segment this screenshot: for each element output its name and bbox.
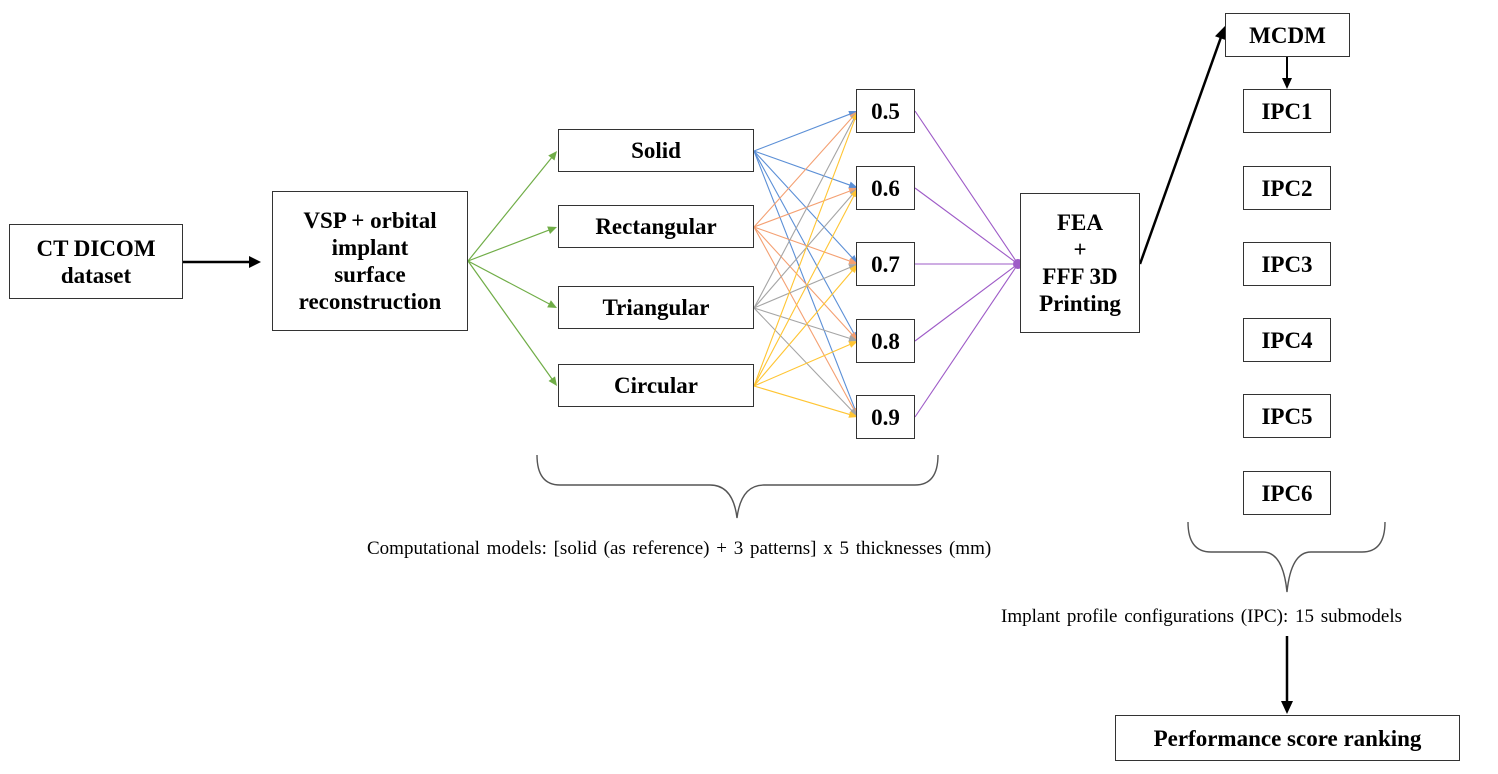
models-brace: [536, 454, 939, 519]
ipc6-label: IPC6: [1261, 480, 1313, 506]
fan-triangular-to-1-arrow-line: [753, 191, 855, 309]
fan-solid-to-2-arrow-line: [753, 150, 855, 261]
fea-line4: Printing: [1039, 291, 1121, 316]
fan-rectangular-to-1-arrow-line: [753, 189, 854, 228]
thickness-0-6-box: 0.6: [856, 166, 915, 210]
fea-line3: FFF 3D: [1042, 264, 1118, 289]
thickness-0-5-label: 0.5: [871, 98, 900, 124]
vsp-to-triangular-arrow-line: [467, 260, 553, 307]
ct-dicom-line1: CT DICOM: [36, 235, 156, 261]
fan-solid-to-2-arrow-head: [849, 255, 858, 264]
ipc2-label: IPC2: [1261, 175, 1313, 201]
fan-triangular-to-3-arrow-line: [753, 307, 854, 340]
ipc5-label: IPC5: [1261, 403, 1313, 429]
thickness-0-6-label: 0.6: [871, 175, 900, 201]
fan-solid-to-4-arrow-line: [753, 150, 857, 413]
ipc6-box: IPC6: [1243, 471, 1331, 515]
vsp-line2: implant: [331, 235, 409, 260]
vsp-to-circular-arrow-line: [467, 260, 555, 382]
thickness-0-7-label: 0.7: [871, 251, 900, 277]
fan-circular-to-1-arrow-line: [753, 192, 856, 387]
vsp-line1: VSP + orbital: [303, 208, 437, 233]
thickness-0-to-fea-line: [914, 110, 1019, 265]
pattern-circular-label: Circular: [614, 373, 698, 398]
fan-triangular-to-0-arrow-line: [753, 115, 856, 309]
ct-dicom-line2: dataset: [60, 262, 132, 288]
fan-rectangular-to-2-arrow-line: [753, 226, 854, 263]
ipc-caption: Implant profile configurations (IPC): 15…: [1001, 606, 1403, 627]
pattern-triangular-label: Triangular: [602, 295, 710, 320]
pattern-solid-label: Solid: [631, 138, 681, 163]
thickness-0-8-label: 0.8: [871, 328, 900, 354]
fan-solid-to-0-arrow-line: [753, 112, 854, 152]
fan-circular-to-4-arrow-line: [753, 385, 853, 416]
fan-rectangular-to-4-arrow-line: [753, 226, 856, 413]
fan-solid-to-1-arrow-line: [753, 150, 854, 187]
pattern-rectangular-box: Rectangular: [558, 205, 754, 248]
fan-circular-to-2-arrow-line: [753, 267, 855, 387]
ipc4-label: IPC4: [1261, 327, 1313, 353]
ipc-brace: [1187, 521, 1386, 593]
ipc1-label: IPC1: [1261, 98, 1313, 124]
ipc4-box: IPC4: [1243, 318, 1331, 362]
fea-printing-box: FEA + FFF 3D Printing: [1020, 193, 1140, 333]
fan-triangular-to-2-arrow-line: [753, 265, 854, 309]
caption-to-ranking-arrow-head: [1281, 701, 1293, 714]
mcdm-label: MCDM: [1249, 22, 1326, 48]
vsp-to-solid-arrow-head: [548, 151, 557, 161]
fan-solid-to-3-arrow-line: [753, 150, 856, 337]
fan-rectangular-to-3-arrow-line: [753, 226, 855, 338]
ranking-label: Performance score ranking: [1153, 725, 1422, 751]
fea-line2: +: [1073, 237, 1087, 262]
fan-circular-to-4-arrow-head: [848, 411, 858, 418]
fan-circular-to-0-arrow-line: [753, 115, 857, 387]
fan-solid-to-1-arrow-head: [848, 181, 858, 189]
fan-triangular-to-3-arrow-head: [848, 334, 858, 342]
thickness-0-5-box: 0.5: [856, 89, 915, 133]
vsp-to-solid-arrow-line: [467, 154, 555, 262]
thickness-1-to-fea-line: [914, 187, 1019, 265]
pattern-triangular-box: Triangular: [558, 286, 754, 329]
fan-circular-to-3-arrow-head: [848, 341, 858, 348]
ct-to-vsp-arrow-head: [249, 256, 261, 268]
mcdm-box: MCDM: [1225, 13, 1350, 57]
ipc3-label: IPC3: [1261, 251, 1313, 277]
thickness-0-7-box: 0.7: [856, 242, 915, 286]
fan-rectangular-to-2-arrow-head: [848, 257, 858, 265]
thickness-0-9-label: 0.9: [871, 404, 900, 430]
fan-circular-to-3-arrow-line: [753, 342, 854, 387]
vsp-to-rectangular-arrow-head: [547, 226, 557, 234]
vsp-line4: reconstruction: [298, 289, 442, 314]
vsp-to-triangular-arrow-head: [547, 300, 557, 308]
fea-to-mcdm-arrow-head: [1214, 26, 1227, 41]
ranking-box: Performance score ranking: [1115, 715, 1460, 761]
thickness-4-to-fea-line: [914, 263, 1019, 418]
ipc1-box: IPC1: [1243, 89, 1331, 133]
mcdm-to-ipc1-arrow-head: [1282, 78, 1292, 89]
thickness-3-to-fea-line: [914, 263, 1019, 342]
thickness-0-9-box: 0.9: [856, 395, 915, 439]
fan-rectangular-to-0-arrow-line: [753, 114, 855, 228]
fan-triangular-to-4-arrow-head: [849, 408, 858, 417]
models-caption: Computational models: [solid (as referen…: [367, 538, 992, 559]
fan-triangular-to-4-arrow-line: [753, 307, 855, 414]
ipc5-box: IPC5: [1243, 394, 1331, 438]
ipc2-box: IPC2: [1243, 166, 1331, 210]
pattern-circular-box: Circular: [558, 364, 754, 407]
pattern-solid-box: Solid: [558, 129, 754, 172]
vsp-to-rectangular-arrow-line: [467, 228, 553, 262]
fan-rectangular-to-3-arrow-head: [849, 331, 858, 341]
fea-line1: FEA: [1057, 210, 1103, 235]
ct-dicom-box: CT DICOM dataset: [9, 224, 183, 299]
pattern-rectangular-label: Rectangular: [595, 214, 717, 239]
vsp-to-circular-arrow-head: [548, 376, 557, 386]
thickness-0-8-box: 0.8: [856, 319, 915, 363]
fea-to-mcdm-arrow-line: [1138, 32, 1224, 265]
vsp-box: VSP + orbital implant surface reconstruc…: [272, 191, 468, 331]
fan-circular-to-2-arrow-head: [849, 264, 858, 274]
vsp-line3: surface: [334, 262, 406, 287]
ipc3-box: IPC3: [1243, 242, 1331, 286]
